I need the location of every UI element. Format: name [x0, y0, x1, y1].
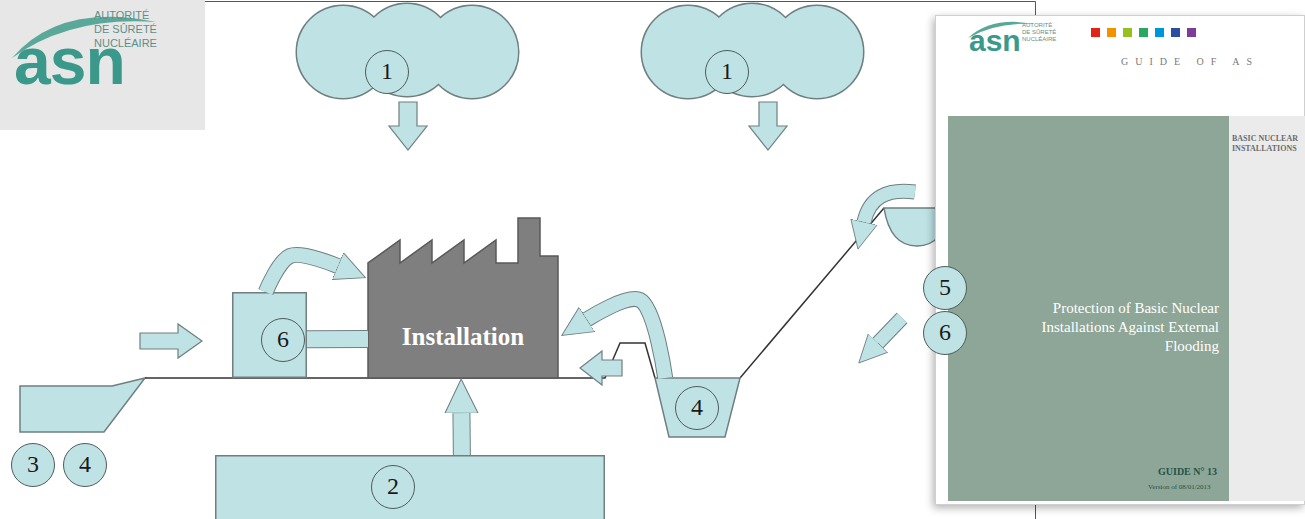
- connector-body: [453, 413, 469, 455]
- cover-version: Version of 08/01/2013: [1148, 483, 1211, 491]
- cloud-lobe-outline: [771, 6, 863, 98]
- callout-number: 1: [365, 50, 409, 94]
- basin-shape: [655, 378, 740, 437]
- logo-panel: asnAUTORITÉ DE SÛRETÉ NUCLÉAIRE: [0, 0, 205, 130]
- callout-number: 4: [63, 443, 107, 487]
- factory-outline: [368, 218, 558, 378]
- color-square: [1171, 28, 1180, 37]
- callout-number: 3: [11, 443, 55, 487]
- flow-connector: [307, 338, 368, 339]
- flow-arrow: [878, 318, 902, 343]
- rain-cloud: 1: [640, 2, 865, 102]
- flow-arrow: [580, 351, 622, 385]
- water-tank: 6: [232, 292, 307, 378]
- cloud-fill: [642, 4, 863, 98]
- callout-circle: 6: [923, 311, 967, 355]
- color-square: [1123, 28, 1132, 37]
- flow-arrow-outline: [864, 191, 915, 222]
- cover-title: Protection of Basic Nuclear Installation…: [1034, 299, 1219, 356]
- flow-connector: [587, 299, 665, 378]
- cloud-lobe: [771, 6, 863, 98]
- cover-side-column: [1229, 116, 1305, 501]
- guide-cover: asnAUTORITÉ DE SÛRETÉ NUCLÉAIRE GUIDE OF …: [935, 15, 1305, 505]
- river-channel: [20, 378, 145, 432]
- color-square: [1139, 28, 1148, 37]
- factory-shape: [368, 218, 558, 378]
- cover-authority: AUTORITÉ DE SÛRETÉ NUCLÉAIRE: [1022, 22, 1060, 43]
- callout-number: 5: [923, 266, 967, 310]
- cloud-lobe-outline: [426, 6, 518, 98]
- box-shape: [216, 456, 605, 519]
- groundwater-layer: 2: [215, 455, 605, 519]
- connector-outline: [452, 413, 470, 455]
- flow-connector: [266, 255, 338, 292]
- connector-body: [266, 255, 338, 292]
- color-squares: [1091, 28, 1196, 37]
- callout-number: 1: [705, 50, 749, 94]
- color-square: [1107, 28, 1116, 37]
- box-shape: [233, 293, 307, 378]
- installation-label: Installation: [368, 322, 558, 352]
- cloud-outline: [295, 2, 520, 102]
- flow-arrow: [864, 191, 915, 222]
- connector-outline: [307, 330, 368, 348]
- rain-arrow: [749, 102, 787, 150]
- cover-category: BASIC NUCLEAR INSTALLATIONS: [1232, 134, 1304, 154]
- cloud-fill: [297, 4, 518, 98]
- callout-circle: 4: [63, 443, 107, 487]
- callout-circle: 3: [11, 443, 55, 487]
- color-square: [1187, 28, 1196, 37]
- cloud-outline: [640, 2, 865, 102]
- installation-building: Installation: [368, 218, 558, 378]
- cover-acronym: asn: [969, 26, 1021, 56]
- slope-line: [740, 208, 884, 378]
- connector-body: [587, 299, 665, 378]
- color-square: [1091, 28, 1100, 37]
- cover-outline: [936, 16, 1305, 506]
- flow-arrow-outline: [878, 318, 902, 343]
- rain-arrow: [389, 102, 427, 150]
- color-square: [1155, 28, 1164, 37]
- retention-basin: 4: [655, 378, 740, 438]
- logo-text: AUTORITÉ DE SÛRETÉ NUCLÉAIRE: [94, 8, 162, 50]
- cloud-outline: [297, 4, 518, 98]
- callout-number: 2: [371, 465, 415, 509]
- callout-number: 6: [261, 318, 305, 362]
- cloud-lobe: [426, 6, 518, 98]
- frame-line: [205, 2, 1036, 519]
- callout-number: 4: [675, 386, 719, 430]
- cloud-outline: [642, 4, 863, 98]
- connector-outline: [587, 299, 665, 378]
- connector-body: [307, 331, 368, 347]
- flow-arrow: [140, 324, 202, 358]
- rain-cloud: 1: [295, 2, 520, 102]
- cover-panel: [948, 116, 1229, 501]
- cover-guide-number: GUIDE N° 13: [1158, 466, 1217, 477]
- callout-number: 6: [923, 311, 967, 355]
- cover-series: GUIDE OF AS: [1121, 56, 1259, 67]
- connector-outline: [266, 255, 338, 292]
- callout-circle: 5: [923, 266, 967, 310]
- flow-connector: [461, 413, 462, 455]
